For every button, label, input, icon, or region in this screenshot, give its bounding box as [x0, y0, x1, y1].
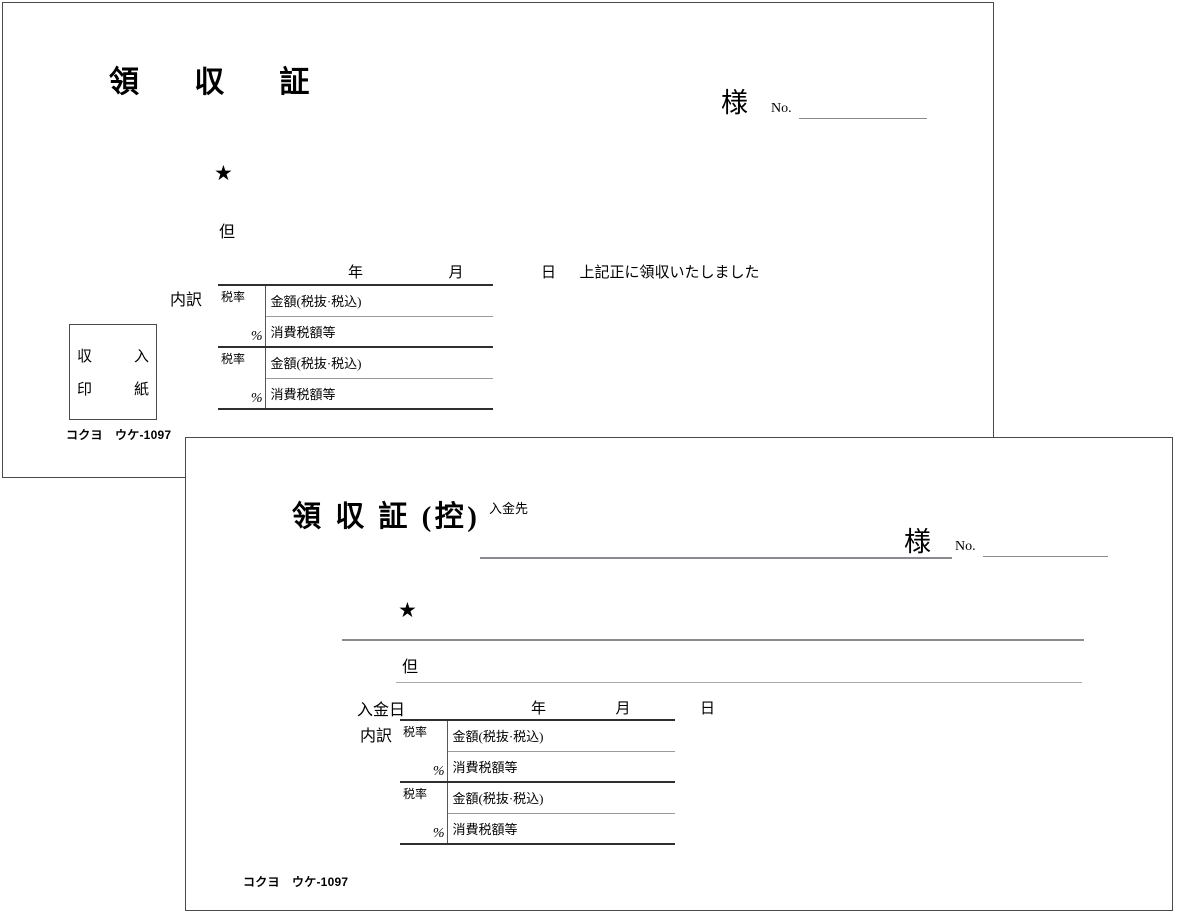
breakdown-label: 内訳 — [170, 292, 203, 309]
acknowledgement-text: 上記正に領収いたしました — [579, 265, 760, 281]
date-month-label: 月 — [448, 265, 464, 281]
tax-rate-label-2: 税率 — [218, 346, 266, 378]
amount-star-icon-copy: ★ — [398, 598, 417, 622]
tadashi-field-copy[interactable] — [396, 682, 1082, 683]
payer-field[interactable] — [480, 557, 952, 559]
amount-label-2-copy: 金額(税抜·税込) — [447, 781, 675, 813]
tax-breakdown-table: 税率 金額(税抜·税込) % 消費税額等 税率 金額(税抜·税込) % 消費税額… — [218, 284, 493, 410]
recipient-sama-label: 様 — [721, 88, 748, 118]
tax-breakdown-table-copy: 税率 金額(税抜·税込) % 消費税額等 税率 金額(税抜·税込) % 消費税額… — [400, 719, 675, 845]
date-year-label-copy: 年 — [531, 701, 547, 717]
amount-star-icon: ★ — [214, 161, 233, 185]
tax-rate-percent-2: % — [218, 378, 266, 410]
receipt-date-row: 年 月 日 上記正に領収いたしました — [348, 261, 760, 282]
tax-amount-label-2-copy: 消費税額等 — [447, 812, 675, 845]
table-row: % 消費税額等 — [218, 315, 493, 347]
receipt-number-label-copy: No. — [955, 539, 976, 554]
tax-amount-label-1: 消費税額等 — [265, 315, 493, 347]
date-day-label-copy: 日 — [700, 701, 716, 717]
date-month-label-copy: 月 — [615, 701, 631, 717]
date-year-label: 年 — [348, 265, 364, 281]
table-row: 税率 金額(税抜·税込) — [400, 719, 675, 751]
tax-amount-label-1-copy: 消費税額等 — [447, 750, 675, 782]
tadashi-label: 但 — [219, 224, 236, 241]
table-row: 税率 金額(税抜·税込) — [218, 284, 493, 316]
payer-label: 入金先 — [489, 501, 529, 516]
tadashi-label-copy: 但 — [402, 659, 419, 676]
page-title-copy: 領 収 証 (控) — [292, 501, 481, 533]
tax-rate-label-1: 税率 — [218, 284, 266, 316]
amount-label-1: 金額(税抜·税込) — [265, 284, 493, 316]
brand-label-copy: コクヨ ウケ-1097 — [243, 875, 349, 889]
breakdown-label-copy: 内訳 — [360, 728, 393, 745]
table-row: % 消費税額等 — [218, 377, 493, 410]
tax-amount-label-2: 消費税額等 — [265, 377, 493, 410]
amount-label-1-copy: 金額(税抜·税込) — [447, 719, 675, 751]
revenue-stamp-line-1: 収 入 — [77, 349, 163, 365]
recipient-sama-label-copy: 様 — [904, 527, 931, 557]
table-row: 税率 金額(税抜·税込) — [218, 346, 493, 378]
receipt-number-field[interactable] — [799, 118, 927, 119]
page-title: 領 収 証 — [109, 66, 322, 99]
payment-date-row: 年 月 日 — [531, 697, 715, 718]
receipt-number-label: No. — [771, 101, 792, 116]
payment-date-label: 入金日 — [357, 702, 406, 719]
receipt-sheet: 領 収 証 様 No. ★ 但 年 月 日 上記正に領収いたしました 内訳 税率… — [2, 2, 994, 478]
amount-label-2: 金額(税抜·税込) — [265, 346, 493, 378]
receipt-copy-sheet: 領 収 証 (控) 入金先 様 No. ★ 但 入金日 年 月 日 内訳 税率 … — [185, 437, 1173, 911]
receipt-number-field-copy[interactable] — [983, 556, 1108, 557]
amount-field-copy[interactable] — [342, 639, 1084, 641]
revenue-stamp-line-2: 印 紙 — [77, 382, 163, 398]
table-row: % 消費税額等 — [400, 812, 675, 845]
table-row: % 消費税額等 — [400, 750, 675, 782]
revenue-stamp-box: 収 入 印 紙 — [69, 324, 157, 420]
tax-rate-percent-1-copy: % — [400, 751, 448, 782]
tax-rate-percent-2-copy: % — [400, 813, 448, 845]
brand-label: コクヨ ウケ-1097 — [66, 428, 172, 442]
tax-rate-label-1-copy: 税率 — [400, 719, 448, 751]
tax-rate-label-2-copy: 税率 — [400, 781, 448, 813]
date-day-label: 日 — [541, 265, 557, 281]
tax-rate-percent-1: % — [218, 316, 266, 347]
table-row: 税率 金額(税抜·税込) — [400, 781, 675, 813]
